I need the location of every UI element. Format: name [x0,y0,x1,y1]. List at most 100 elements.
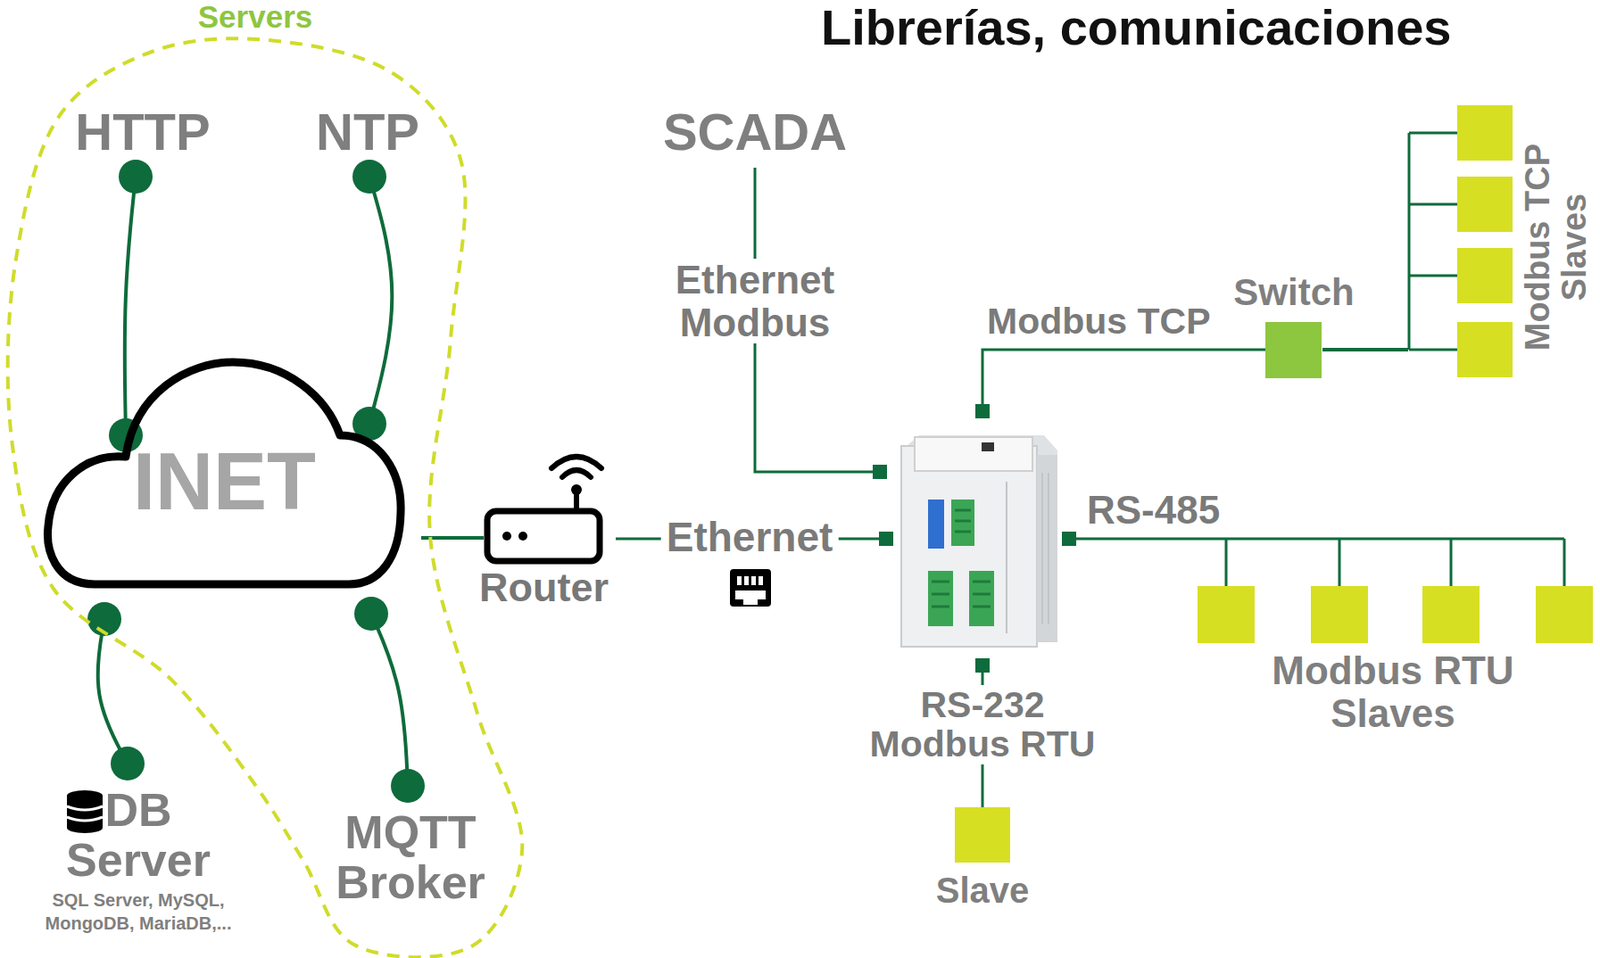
controller-illustration [901,435,1058,647]
scada-label: SCADA [656,104,854,161]
connector-dot [354,596,389,631]
port-marker [975,404,990,419]
port-marker [1061,531,1077,547]
port-markers [872,404,1077,673]
tcp-bus [1408,132,1411,350]
slave-box [1457,248,1513,304]
terminal-screws [931,510,991,607]
link-label: RS-232 Modbus RTU [859,685,1107,765]
slave-box [1197,586,1255,644]
database-icon [66,822,103,834]
server-name: HTTP [66,104,219,161]
scada-name: SCADA [656,104,854,161]
controller-rail [1036,455,1058,643]
cloud-label: INET [132,439,316,526]
connector-dot [110,746,145,781]
rj45-pin [758,576,763,586]
node-outline [465,450,622,567]
port-marker [872,464,888,480]
switch-box [1265,322,1322,379]
connector-line [124,176,136,436]
internet-cloud: INET [41,356,408,592]
server-note: SQL Server, MySQL, MongoDB, MariaDB,... [26,888,250,936]
link-label: Ethernet [661,515,839,561]
port-marker [878,531,894,547]
connector-dot [118,159,153,194]
slave-box [1310,586,1368,644]
connector-group [354,596,425,804]
page-title: Librerías, comunicaciones [820,0,1451,56]
rs485-bus [1069,538,1565,587]
slave-box [1457,105,1513,161]
controller-body [901,446,1037,647]
server-label: HTTP [66,104,219,161]
server-name: MQTT Broker [316,807,505,908]
rj45-pin [744,576,749,586]
terminal-block [951,499,975,547]
slave-box [1422,586,1480,644]
switch-label: Switch [1222,272,1366,313]
rj45-body [729,569,771,607]
wires [615,167,1565,808]
tcp-bus [1409,132,1458,135]
node-outline [928,807,1037,863]
controller-switch [981,442,995,452]
server-name: NTP [309,104,426,161]
rj45-pin [737,576,742,586]
router-label: Router [465,566,622,611]
cloud-outline [48,362,402,585]
connector-dot [352,159,387,194]
connector-group [87,602,145,781]
connector-line [1322,348,1409,352]
connector-line [98,619,128,764]
group-label: Modbus RTU Slaves [1259,649,1527,735]
wifi-waves [551,456,602,478]
region-title: Servers [192,0,318,34]
rj45-notch [743,599,758,606]
server-label: MQTT Broker [316,807,505,909]
router-led [518,531,528,541]
rj45-slot [735,590,766,600]
router-node: Router [465,450,622,611]
server-name: DB Server [49,785,228,886]
controller-top [914,437,1033,472]
rj45-pin [751,576,756,586]
server-label: DB ServerSQL Server, MySQL, MongoDB, Mar… [26,785,250,937]
slave-box [1457,322,1513,378]
group-label: Modbus TCP Slaves [1519,131,1593,364]
database-icon [66,790,103,802]
rj45-icon [729,569,771,607]
slave-label: Slave [928,871,1037,911]
connector-dot [390,769,425,804]
connector-line [369,176,392,424]
link-label: Modbus TCP [981,301,1217,341]
router-led [502,531,512,541]
link-label: RS-485 [1081,489,1226,532]
connector-group [352,159,392,441]
connector-line [371,613,408,787]
terminal-block [969,571,995,627]
switch-node: Switch [1222,272,1366,380]
slave-group: Modbus TCP Slaves [1408,98,1600,384]
slave-box [954,807,1011,863]
slave-group: Modbus RTU Slaves [1195,571,1600,741]
tcp-bus [1409,203,1458,207]
slave-box [1457,176,1513,233]
region-outline [8,38,523,958]
router-icon [487,511,600,562]
modbus-tcp-wire [982,349,1268,412]
slave-box [1535,586,1593,644]
link-label: Ethernet Modbus [660,258,850,344]
slave-node: Slave [928,807,1037,912]
tcp-bus [1409,274,1458,278]
controller-display [928,499,945,549]
server-label: NTP [309,104,426,161]
connector-group [1322,349,1409,351]
terminal-block [928,571,954,627]
controller-slots [1006,472,1049,634]
port-marker [975,658,990,673]
router-antenna [571,484,582,496]
database-icon [66,806,103,821]
tcp-bus [1409,348,1458,352]
